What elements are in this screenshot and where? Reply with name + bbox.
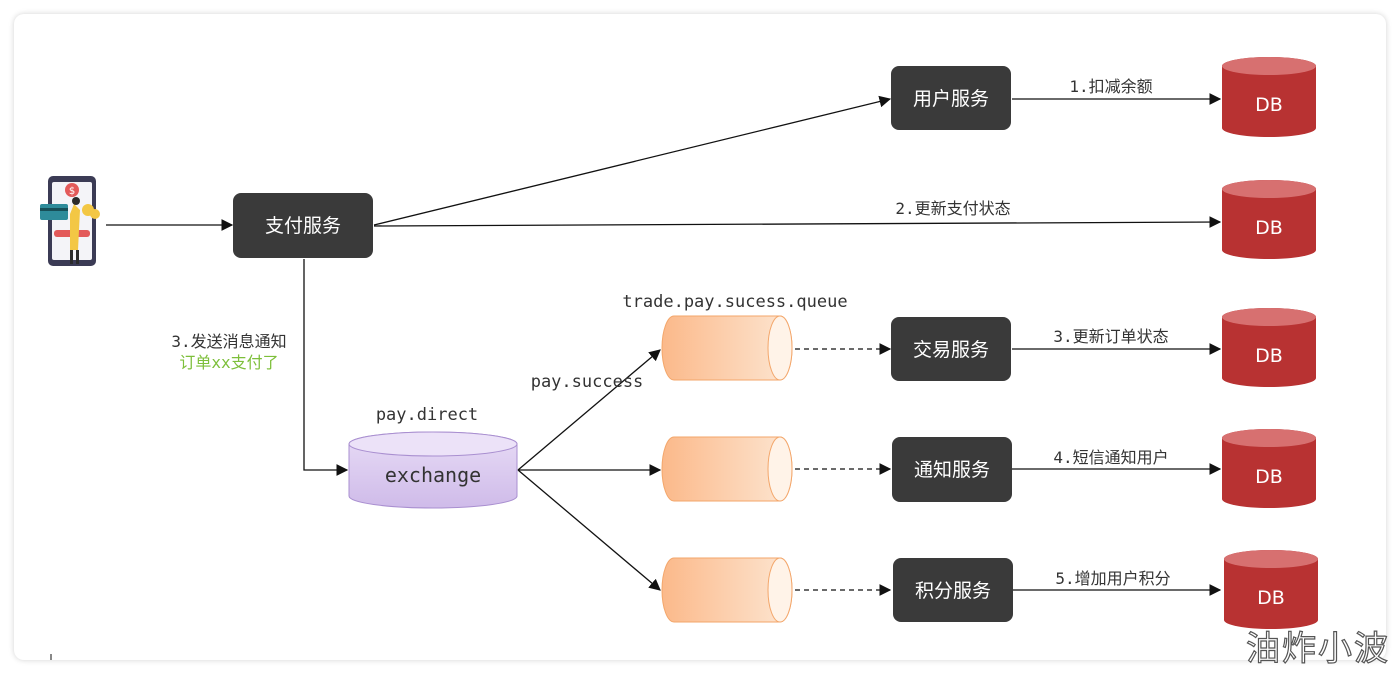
- service-user: 用户服务: [891, 66, 1011, 130]
- service-pay: 支付服务: [233, 193, 373, 258]
- arrow-exchange-to-queue3: [517, 469, 661, 591]
- exchange-label: exchange: [385, 463, 481, 487]
- edge-label-sms: 4.短信通知用户: [1053, 448, 1168, 467]
- exchange-name: pay.direct: [376, 405, 478, 425]
- arrow-pay-to-user-service: [373, 95, 892, 226]
- db-cylinder-2: DB: [1222, 180, 1316, 259]
- db-cylinder-5: DB: [1224, 550, 1318, 629]
- service-user-label: 用户服务: [913, 88, 989, 110]
- queue-1-name: trade.pay.sucess.queue: [622, 292, 847, 312]
- queue-2: [661, 436, 793, 502]
- db-cylinder-4: DB: [1222, 429, 1316, 508]
- db-label: DB: [1257, 587, 1285, 609]
- db-label: DB: [1255, 94, 1283, 116]
- db-label: DB: [1255, 466, 1283, 488]
- db-label: DB: [1255, 345, 1283, 367]
- arrow-exchange-to-queue1: [517, 349, 661, 471]
- edge-label-send-msg: 3.发送消息通知: [171, 332, 286, 351]
- arrow-pay-to-exchange: [303, 259, 349, 476]
- service-trade: 交易服务: [891, 317, 1011, 381]
- db-cylinder-1: DB: [1222, 57, 1316, 137]
- edge-label-add-points: 5.增加用户积分: [1055, 569, 1170, 588]
- edge-label-send-msg-detail: 订单xx支付了: [179, 353, 278, 372]
- exchange-cylinder: exchange: [348, 431, 518, 509]
- connectors: [106, 93, 1222, 596]
- queue-3: [661, 557, 793, 623]
- queue-1: [661, 315, 793, 381]
- edge-label-update-pay: 2.更新支付状态: [895, 199, 1010, 218]
- service-trade-label: 交易服务: [913, 339, 989, 361]
- service-notify: 通知服务: [892, 437, 1012, 502]
- arrow-pay-to-db2: [373, 216, 1222, 228]
- db-label: DB: [1255, 217, 1283, 239]
- service-notify-label: 通知服务: [914, 459, 990, 481]
- db-cylinder-3: DB: [1222, 308, 1316, 387]
- edge-label-update-order: 3.更新订单状态: [1053, 327, 1168, 346]
- routing-key-label: pay.success: [531, 372, 644, 392]
- svg-text:$: $: [69, 186, 75, 197]
- service-points-label: 积分服务: [915, 580, 991, 602]
- mobile-payment-icon: $: [40, 176, 100, 266]
- service-points: 积分服务: [893, 558, 1013, 622]
- edge-label-deduct: 1.扣减余额: [1069, 77, 1152, 96]
- service-pay-label: 支付服务: [265, 215, 341, 237]
- watermark-text: 油炸小波: [1245, 628, 1390, 669]
